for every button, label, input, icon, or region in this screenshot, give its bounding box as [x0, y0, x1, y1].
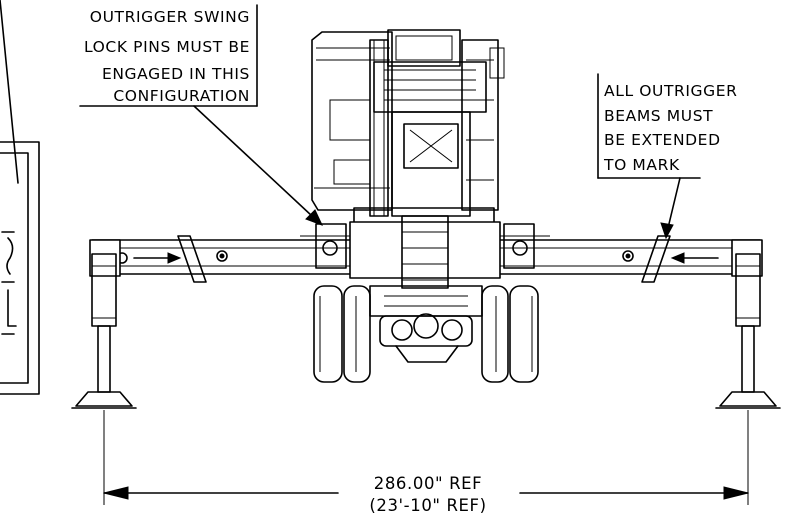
outrigger-beam: [91, 215, 761, 289]
dimension-converted: (23'-10" REF): [369, 496, 486, 515]
beams-extended-callout: ALL OUTRIGGER BEAMS MUST BE EXTENDED TO …: [597, 73, 738, 240]
callout-leader: [667, 177, 681, 229]
partial-sign: [0, 0, 40, 395]
foot-pad: [719, 391, 777, 407]
center-housing: [349, 221, 501, 279]
callout-line: BE EXTENDED: [604, 131, 721, 149]
overall-width-dimension: 286.00" REF (23'-10" REF): [103, 410, 749, 515]
callout-leader: [193, 105, 313, 217]
foot-pad: [75, 391, 133, 407]
leader-arrowhead: [305, 209, 323, 226]
tire: [343, 285, 371, 383]
callout-line: ENGAGED IN THIS: [102, 65, 250, 83]
callout-line: BEAMS MUST: [604, 107, 713, 125]
callout-line: CONFIGURATION: [113, 87, 250, 105]
leg-inner-tube: [741, 325, 755, 393]
callout-line: TO MARK: [603, 156, 680, 174]
truck-machinery: [311, 29, 505, 225]
swing-lock-callout: OUTRIGGER SWING LOCK PINS MUST BE ENGAGE…: [79, 4, 323, 226]
dimension-arrowhead-right: [723, 486, 749, 500]
dimension-arrowhead-left: [103, 486, 129, 500]
leader-arrowhead: [660, 222, 674, 240]
left-outrigger-leg: [71, 239, 137, 409]
swing-lock-pin-right: [503, 223, 535, 269]
tire: [481, 285, 509, 383]
axle-assembly: [313, 285, 539, 383]
right-outrigger-leg: [715, 239, 781, 409]
leg-inner-tube: [97, 325, 111, 393]
callout-line: ALL OUTRIGGER: [604, 82, 738, 100]
swing-lock-pin-left: [315, 223, 347, 269]
callout-line: LOCK PINS MUST BE: [84, 38, 250, 56]
dimension-value: 286.00" REF: [374, 474, 483, 493]
tire: [313, 285, 343, 383]
callout-line: OUTRIGGER SWING: [90, 8, 250, 26]
tire: [509, 285, 539, 383]
